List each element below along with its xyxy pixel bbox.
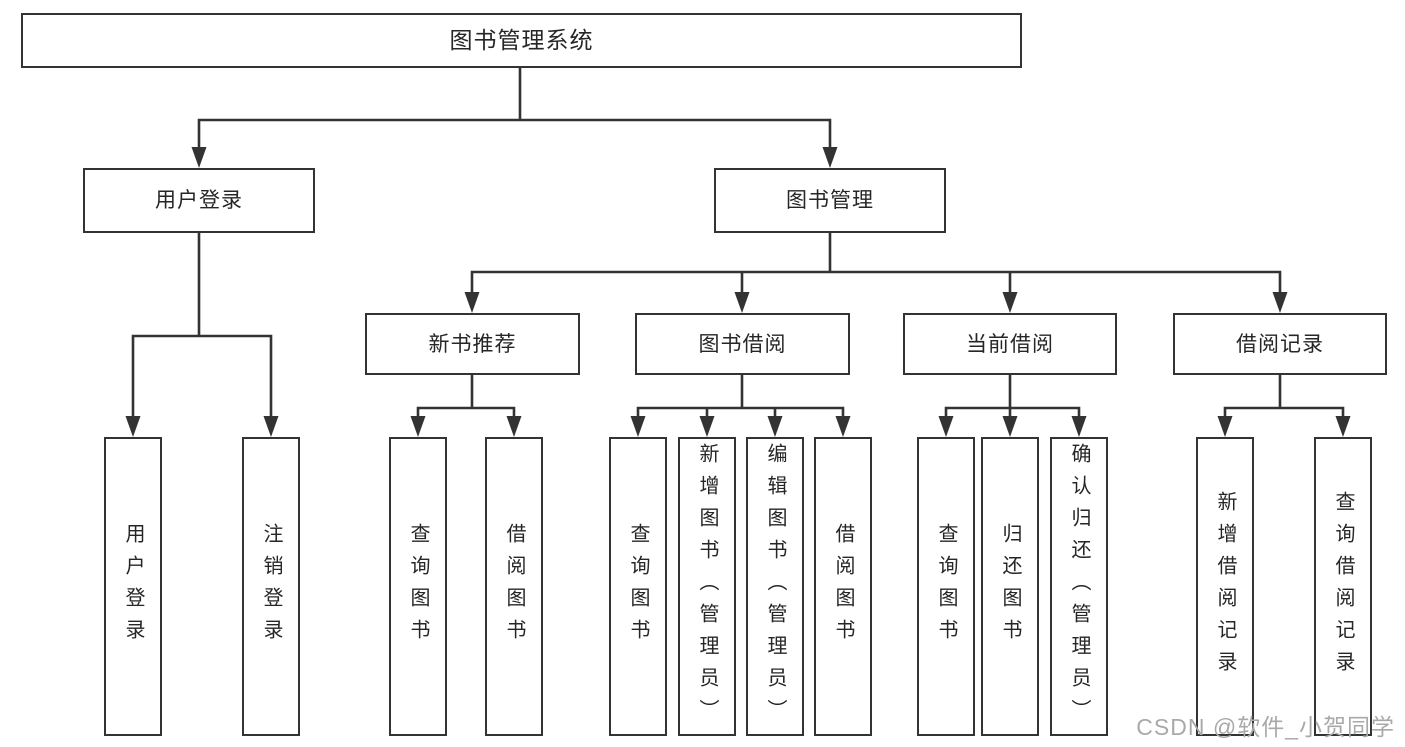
- leaf-query-books-recommend: 查询图书: [389, 437, 447, 736]
- node-label: 确认归还（管理员）: [1068, 442, 1090, 731]
- leaf-add-borrow-record: 新增借阅记录: [1196, 437, 1254, 736]
- node-label: 查询借阅记录: [1332, 490, 1354, 683]
- node-label: 图书借阅: [698, 332, 787, 356]
- node-label: 注销登录: [260, 522, 282, 651]
- leaf-borrow-books-borrowing: 借阅图书: [814, 437, 872, 736]
- node-label: 当前借阅: [966, 332, 1054, 356]
- leaf-logout: 注销登录: [242, 437, 300, 736]
- node-label: 图书管理: [786, 189, 874, 212]
- node-label: 用户登录: [122, 522, 144, 651]
- node-label: 用户登录: [155, 189, 243, 212]
- leaf-add-book-admin: 新增图书（管理员）: [678, 437, 736, 736]
- node-book-borrowing: 图书借阅: [635, 313, 850, 375]
- node-label: 新书推荐: [428, 332, 517, 356]
- leaf-query-books-current: 查询图书: [917, 437, 975, 736]
- node-label: 编辑图书（管理员）: [764, 442, 786, 731]
- leaf-edit-book-admin: 编辑图书（管理员）: [746, 437, 804, 736]
- node-label: 归还图书: [999, 522, 1021, 651]
- leaf-user-login: 用户登录: [104, 437, 162, 736]
- node-user-login: 用户登录: [83, 168, 315, 233]
- leaf-borrow-books-recommend: 借阅图书: [485, 437, 543, 736]
- leaf-return-book: 归还图书: [981, 437, 1039, 736]
- node-borrowing-records: 借阅记录: [1173, 313, 1387, 375]
- leaf-query-books-borrowing: 查询图书: [609, 437, 667, 736]
- node-label: 查询图书: [935, 522, 957, 651]
- node-label: 新增借阅记录: [1214, 490, 1236, 683]
- node-label: 新增图书（管理员）: [696, 442, 718, 731]
- leaf-confirm-return-admin: 确认归还（管理员）: [1050, 437, 1108, 736]
- leaf-query-borrow-record: 查询借阅记录: [1314, 437, 1372, 736]
- node-label: 借阅图书: [503, 522, 525, 651]
- node-label: 查询图书: [407, 522, 429, 651]
- node-current-borrowing: 当前借阅: [903, 313, 1117, 375]
- node-label: 借阅记录: [1236, 332, 1324, 356]
- arrowheads: [125, 147, 1351, 437]
- watermark: CSDN @软件_小贺同学: [1136, 714, 1395, 740]
- node-label: 借阅图书: [832, 522, 854, 651]
- node-label: 图书管理系统: [449, 27, 594, 53]
- node-new-book-recommendation: 新书推荐: [365, 313, 580, 375]
- node-library-management-system: 图书管理系统: [21, 13, 1022, 68]
- node-book-management: 图书管理: [714, 168, 946, 233]
- node-label: 查询图书: [627, 522, 649, 651]
- connector-lines: [131, 66, 1345, 423]
